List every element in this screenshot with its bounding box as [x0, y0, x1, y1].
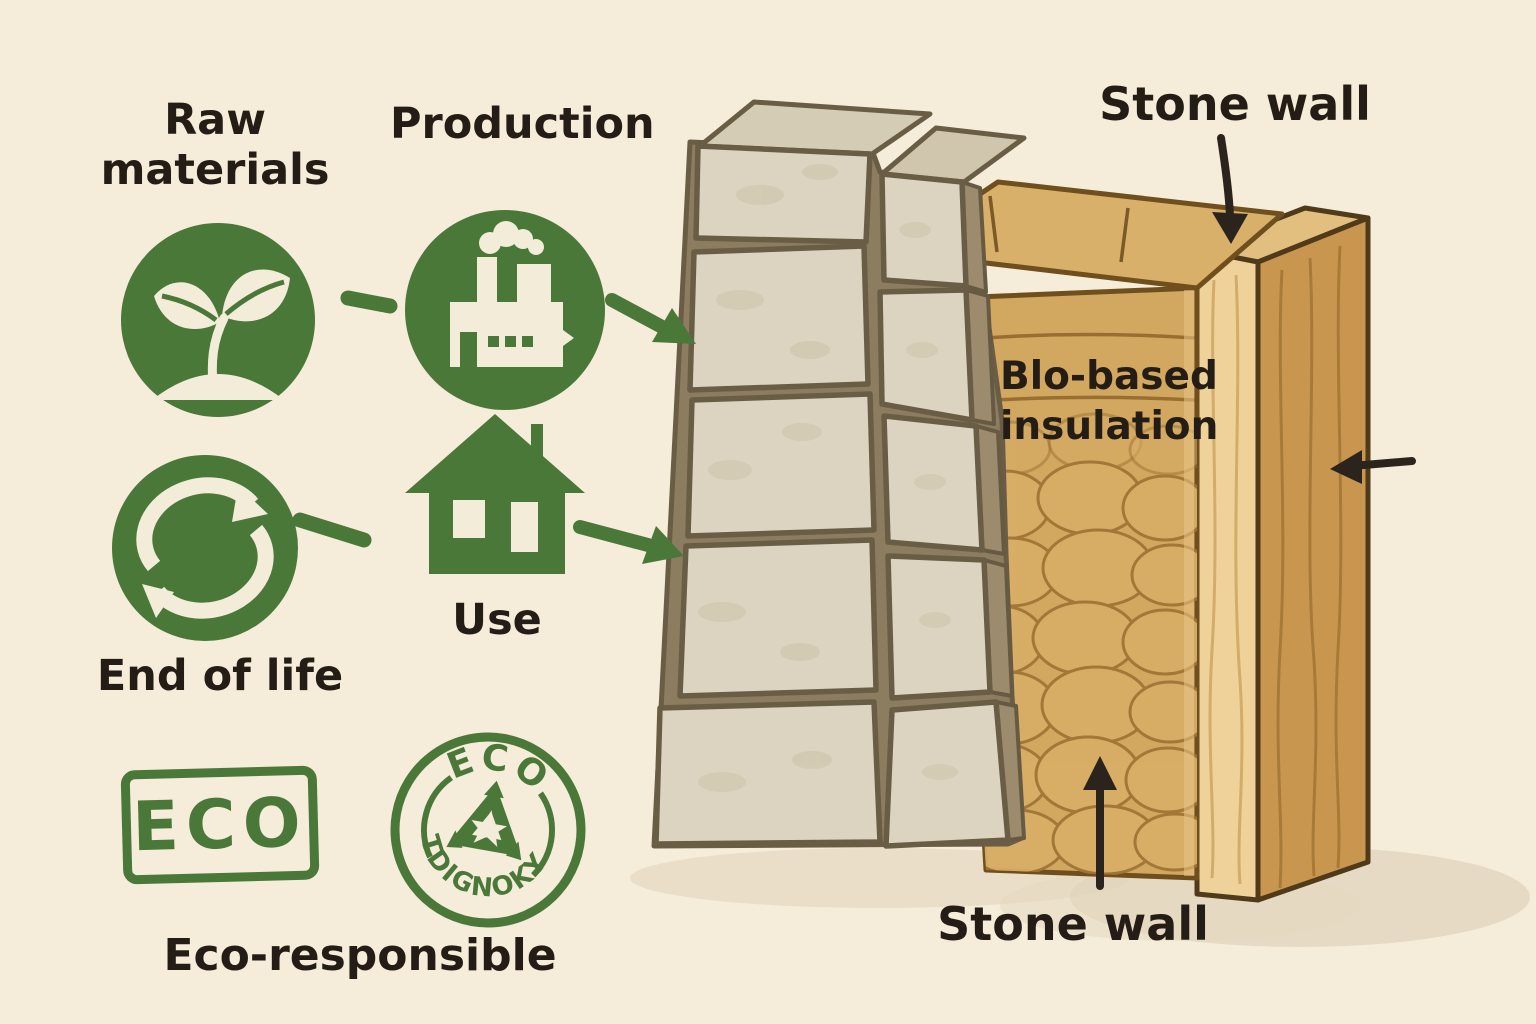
end-of-life-label: End of life	[96, 651, 344, 701]
connector-dash	[292, 512, 372, 548]
seedling-icon	[121, 223, 315, 417]
insulation-label: Blo-based insulation	[1000, 354, 1219, 449]
factory-icon	[405, 210, 605, 410]
stone-wall-bottom-label: Stone wall	[937, 897, 1209, 951]
green-arrow-production-to-wall	[605, 293, 696, 344]
stone-wall-top-label: Stone wall	[1099, 77, 1371, 131]
raw-materials-label: Raw materials	[100, 95, 330, 195]
eco-stamp: ECO	[120, 765, 320, 885]
arrow-to-wood-side	[1330, 450, 1416, 484]
recycle-triangle-icon	[446, 780, 522, 861]
house-icon	[405, 414, 585, 574]
wood-plank-layer	[1194, 205, 1371, 903]
eco-badge: ECO TDIGNOKY	[390, 728, 586, 928]
stone-wall-layer	[651, 99, 1027, 849]
production-label: Production	[390, 99, 655, 149]
eco-responsible-caption: Eco-responsible	[163, 930, 557, 981]
wood-side-face	[1255, 215, 1371, 903]
stone-mottling	[698, 164, 958, 792]
annotation-arrows	[1083, 134, 1416, 890]
stone-blocks	[653, 143, 1011, 849]
recycle-cycle-icon	[112, 455, 298, 641]
arrow-to-insulation	[1083, 756, 1117, 890]
wood-front-face	[1194, 247, 1261, 903]
connector-dash	[340, 290, 398, 314]
arrow-to-wood-top	[1212, 134, 1248, 244]
green-arrow-use-to-wall	[573, 520, 684, 564]
eco-stamp-text: ECO	[131, 783, 309, 867]
flow-connectors	[292, 290, 696, 564]
use-label: Use	[452, 595, 542, 645]
